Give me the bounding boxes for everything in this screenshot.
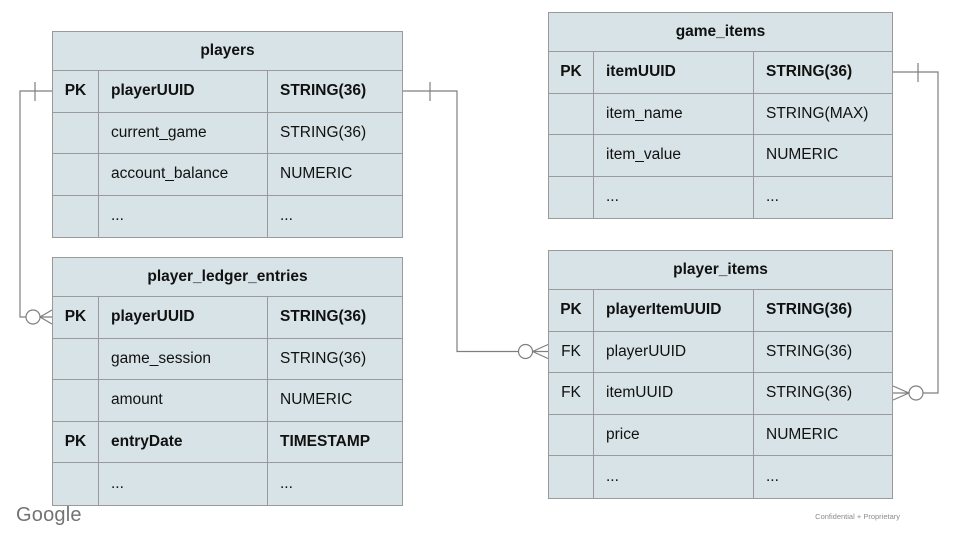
table-row: game_session STRING(36)	[53, 338, 402, 380]
table-title: player_ledger_entries	[53, 258, 402, 297]
table-row: current_game STRING(36)	[53, 112, 402, 154]
key-cell	[549, 135, 594, 176]
table-row: PK playerUUID STRING(36)	[53, 297, 402, 339]
field-cell: account_balance	[99, 154, 268, 195]
type-cell: STRING(36)	[766, 301, 853, 319]
key-cell	[53, 380, 99, 421]
type-cell: NUMERIC	[766, 146, 839, 164]
table-title: player_items	[549, 251, 892, 290]
field-cell: price	[594, 414, 754, 455]
table-row: ... ...	[549, 176, 892, 218]
key-cell	[53, 463, 99, 505]
entity-table-players[interactable]: players PK playerUUID STRING(36) current…	[52, 31, 403, 238]
field-cell: game_session	[99, 338, 268, 379]
google-logo: Google	[16, 504, 82, 526]
field-cell: playerUUID	[99, 71, 268, 112]
table-row: ... ...	[53, 195, 402, 237]
field-cell: amount	[99, 380, 268, 421]
table-row: ... ...	[549, 456, 892, 498]
key-cell	[53, 338, 99, 379]
field-cell: item_name	[594, 93, 754, 134]
relationship-players-to-ledger	[19, 82, 53, 325]
key-cell	[53, 112, 99, 153]
type-cell: ...	[280, 474, 293, 492]
table-row: FK playerUUID STRING(36)	[549, 331, 892, 373]
key-cell: PK	[549, 52, 594, 93]
type-cell: STRING(36)	[766, 342, 853, 360]
key-cell	[549, 456, 594, 498]
field-cell: ...	[594, 456, 754, 498]
type-cell: STRING(36)	[766, 63, 853, 81]
type-cell: STRING(36)	[766, 384, 853, 402]
relationship-game-items-to-player-items	[892, 63, 939, 401]
table-row: item_value NUMERIC	[549, 135, 892, 177]
type-cell: STRING(36)	[280, 349, 367, 367]
field-cell: playerUUID	[594, 331, 754, 372]
type-cell: STRING(36)	[280, 123, 367, 141]
table-title: game_items	[549, 13, 892, 52]
key-cell	[549, 414, 594, 455]
key-cell: FK	[549, 331, 594, 372]
type-cell: STRING(MAX)	[766, 104, 869, 122]
entity-table-player-ledger-entries[interactable]: player_ledger_entries PK playerUUID STRI…	[52, 257, 403, 506]
entity-table-game-items[interactable]: game_items PK itemUUID STRING(36) item_n…	[548, 12, 893, 219]
confidential-note: Confidential + Proprietary	[815, 512, 900, 521]
type-cell: TIMESTAMP	[280, 432, 371, 450]
cardinality-many-crowfoot	[892, 385, 910, 401]
key-cell	[549, 176, 594, 218]
cardinality-zero-circle	[517, 343, 534, 360]
table-row: price NUMERIC	[549, 414, 892, 456]
field-cell: current_game	[99, 112, 268, 153]
table-row: FK itemUUID STRING(36)	[549, 373, 892, 415]
key-cell: PK	[53, 297, 99, 338]
type-cell: NUMERIC	[766, 425, 839, 443]
key-cell: PK	[53, 71, 99, 112]
field-cell: ...	[99, 463, 268, 505]
type-cell: STRING(36)	[280, 308, 367, 326]
table-row: PK itemUUID STRING(36)	[549, 52, 892, 94]
cardinality-many-crowfoot	[532, 343, 549, 360]
entity-table-player-items[interactable]: player_items PK playerItemUUID STRING(36…	[548, 250, 893, 499]
key-cell	[549, 93, 594, 134]
cardinality-zero-circle	[25, 309, 41, 325]
field-cell: entryDate	[99, 421, 268, 462]
key-cell: PK	[549, 290, 594, 331]
type-cell: NUMERIC	[280, 391, 353, 409]
field-cell: itemUUID	[594, 373, 754, 414]
table-row: PK entryDate TIMESTAMP	[53, 421, 402, 463]
table-row: account_balance NUMERIC	[53, 154, 402, 196]
cardinality-zero-circle	[908, 385, 924, 401]
table-row: item_name STRING(MAX)	[549, 93, 892, 135]
cardinality-many-crowfoot	[39, 309, 53, 325]
table-row: PK playerItemUUID STRING(36)	[549, 290, 892, 332]
key-cell	[53, 195, 99, 237]
type-cell: STRING(36)	[280, 82, 367, 100]
type-cell: NUMERIC	[280, 165, 353, 183]
relationship-players-to-player-items	[403, 82, 549, 360]
table-row: amount NUMERIC	[53, 380, 402, 422]
field-cell: ...	[99, 195, 268, 237]
field-cell: itemUUID	[594, 52, 754, 93]
field-cell: playerItemUUID	[594, 290, 754, 331]
key-cell: FK	[549, 373, 594, 414]
key-cell	[53, 154, 99, 195]
field-cell: ...	[594, 176, 754, 218]
key-cell: PK	[53, 421, 99, 462]
field-cell: playerUUID	[99, 297, 268, 338]
type-cell: ...	[766, 467, 779, 485]
type-cell: ...	[766, 188, 779, 206]
table-title: players	[53, 32, 402, 71]
field-cell: item_value	[594, 135, 754, 176]
table-row: ... ...	[53, 463, 402, 505]
table-row: PK playerUUID STRING(36)	[53, 71, 402, 113]
type-cell: ...	[280, 207, 293, 225]
